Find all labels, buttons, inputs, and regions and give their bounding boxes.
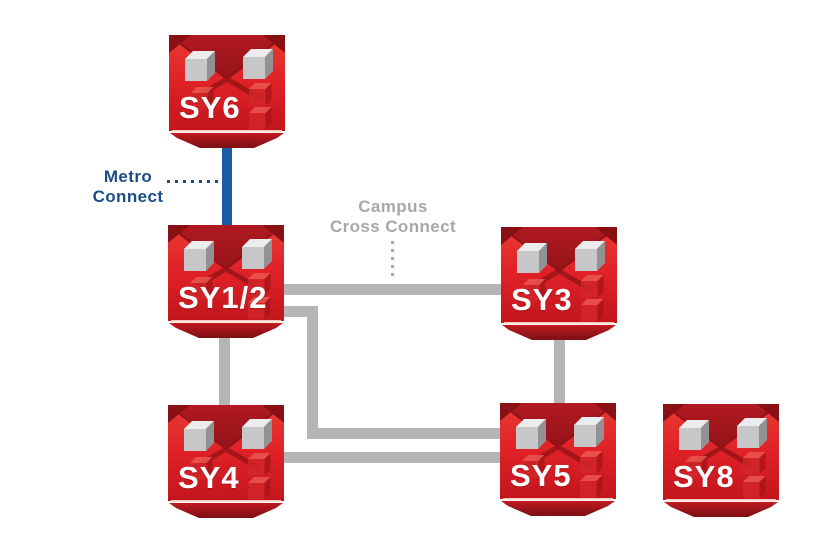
campus-cross-connect-leader-dots [391, 241, 394, 279]
link-sy3-sy5 [554, 327, 565, 408]
link-sy12-sy5-seg2 [307, 306, 318, 439]
campus-cross-connect-label-line1: Campus [358, 197, 428, 216]
campus-cross-connect-label: Campus Cross Connect [323, 197, 463, 237]
node-sy8: SY8 [663, 404, 779, 518]
node-sy5: SY5 [500, 403, 616, 517]
link-sy4-sy5 [280, 452, 505, 463]
metro-connect-label-line2: Connect [92, 187, 164, 206]
metro-connect-label: Metro Connect [76, 167, 180, 207]
node-sy3-label: SY3 [511, 282, 573, 317]
campus-cross-connect-label-line2: Cross Connect [329, 217, 457, 236]
node-sy8-label: SY8 [673, 459, 735, 494]
node-sy4-label: SY4 [178, 460, 240, 495]
link-sy12-sy5-seg3 [307, 428, 505, 439]
node-sy12: SY1/2 [168, 225, 284, 339]
metro-connect-leader-dots [167, 180, 222, 183]
node-sy5-label: SY5 [510, 458, 572, 493]
node-sy12-label: SY1/2 [178, 280, 268, 315]
node-sy3: SY3 [501, 227, 617, 341]
metro-connect-label-line1: Metro [103, 167, 153, 186]
node-sy6: SY6 [169, 35, 285, 149]
node-sy6-label: SY6 [179, 90, 241, 125]
link-sy12-sy5-seg1 [280, 306, 318, 317]
link-sy12-sy4 [219, 332, 230, 410]
link-sy12-sy3 [280, 284, 506, 295]
node-sy4: SY4 [168, 405, 284, 519]
link-metro-sy6-sy12 [222, 142, 232, 234]
